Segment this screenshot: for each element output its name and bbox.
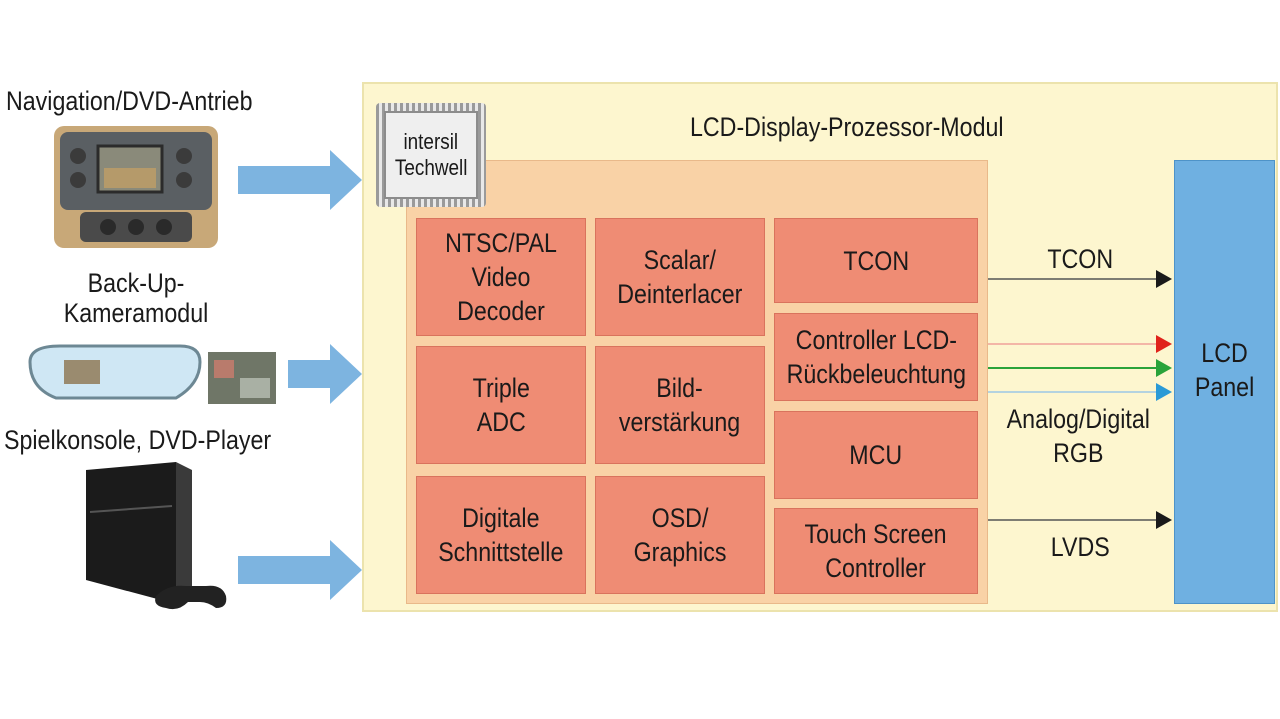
lcd-panel-label: LCD Panel	[1194, 338, 1255, 402]
module-title: LCD-Display-Prozessor-Modul	[690, 112, 1004, 142]
bildverstaerkung-block: Bild- verstärkung	[595, 346, 765, 464]
rearview-mirror-image	[28, 344, 276, 404]
blue-signal-line	[988, 383, 1172, 401]
scalar-deinterlacer-block: Scalar/ Deinterlacer	[595, 218, 765, 336]
digitale-schnittstelle-block: Digitale Schnittstelle	[416, 476, 586, 594]
input-arrow-camera	[288, 344, 362, 404]
red-signal-line	[988, 335, 1172, 353]
game-console-image	[86, 462, 227, 610]
lvds-signal-label: LVDS	[1050, 532, 1110, 562]
rgb-signal-label: Analog/Digital RGB	[1006, 404, 1150, 468]
chip-line-2: Techwell	[394, 155, 468, 180]
chip-line-1: intersil	[403, 129, 459, 154]
camera-source-label: Back-Up- Kameramodul	[63, 268, 209, 328]
chip-label: intersil Techwell	[384, 111, 478, 199]
tcon-block: TCON	[774, 218, 978, 303]
controller-lcd-block: Controller LCD- Rückbeleuchtung	[774, 313, 978, 401]
navigation-dashboard-image	[54, 126, 218, 248]
green-signal-line	[988, 359, 1172, 377]
triple-adc-block: Triple ADC	[416, 346, 586, 464]
osd-graphics-block: OSD/ Graphics	[595, 476, 765, 594]
mcu-block: MCU	[774, 411, 978, 499]
input-arrow-navigation	[238, 150, 362, 210]
lcd-panel	[1174, 160, 1275, 604]
ntsc-pal-decoder-block: NTSC/PAL Video Decoder	[416, 218, 586, 336]
tcon-signal-label: TCON	[1047, 244, 1113, 274]
console-source-label: Spielkonsole, DVD-Player	[4, 425, 272, 455]
navigation-source-label: Navigation/DVD-Antrieb	[6, 86, 253, 116]
touch-screen-controller-block: Touch Screen Controller	[774, 508, 978, 594]
input-arrow-console	[238, 540, 362, 600]
tcon-signal-line	[988, 270, 1172, 288]
lvds-signal-line	[988, 511, 1172, 529]
